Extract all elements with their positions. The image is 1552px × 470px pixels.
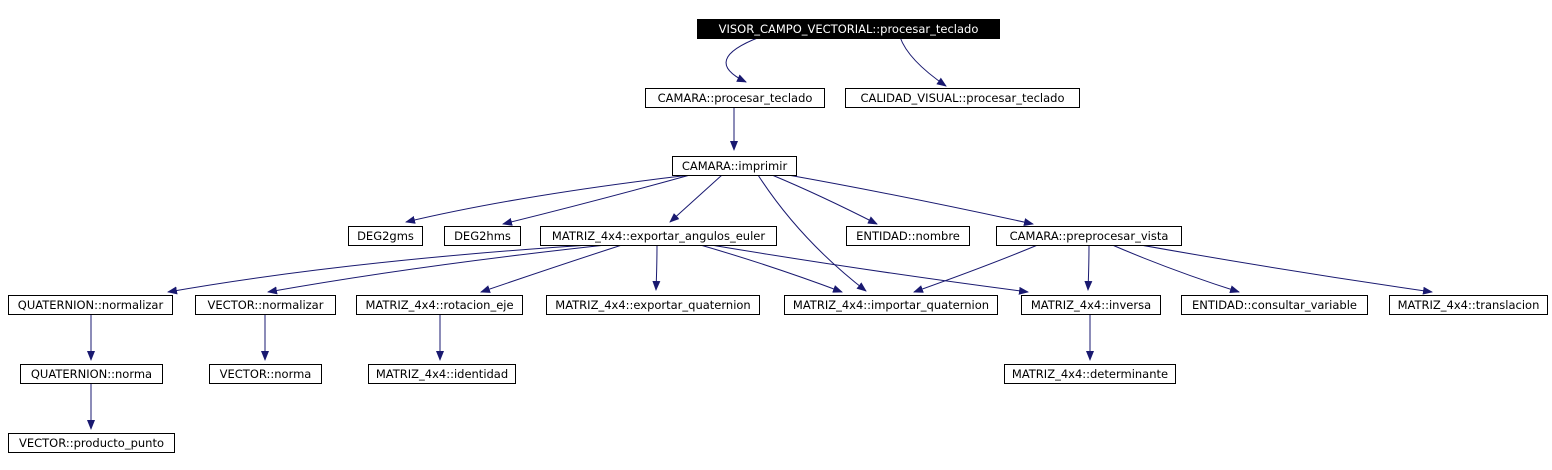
edge-arrow — [502, 174, 691, 226]
node-visor-procesar-teclado[interactable]: VISOR_CAMPO_VECTORIAL::procesar_teclado — [697, 19, 1000, 39]
node-entidad-nombre[interactable]: ENTIDAD::nombre — [846, 226, 970, 246]
edge-arrow — [480, 243, 626, 293]
edge-arrow — [669, 174, 723, 223]
node-deg2hms[interactable]: DEG2hms — [444, 226, 521, 246]
edge-arrow — [167, 243, 606, 295]
edge-arrow — [696, 243, 843, 293]
edge-arrow — [652, 243, 661, 291]
node-rotacion-eje[interactable]: MATRIZ_4x4::rotacion_eje — [356, 295, 523, 315]
node-importar-quaternion[interactable]: MATRIZ_4x4::importar_quaternion — [784, 295, 998, 315]
node-exportar-quaternion[interactable]: MATRIZ_4x4::exportar_quaternion — [546, 295, 760, 315]
node-consultar-variable[interactable]: ENTIDAD::consultar_variable — [1181, 295, 1368, 315]
node-quaternion-normalizar[interactable]: QUATERNION::normalizar — [8, 295, 173, 315]
edge-arrow — [1109, 243, 1240, 294]
edge-arrow — [757, 174, 867, 292]
edge-arrow — [405, 174, 691, 224]
node-identidad[interactable]: MATRIZ_4x4::identidad — [368, 364, 516, 384]
edge-arrow — [1134, 243, 1433, 295]
edge-arrow — [267, 243, 616, 295]
edge-arrow — [725, 36, 761, 83]
node-camara-procesar-teclado[interactable]: CAMARA::procesar_teclado — [645, 88, 825, 108]
node-quaternion-norma[interactable]: QUATERNION::norma — [20, 364, 163, 384]
node-exportar-angulos-euler[interactable]: MATRIZ_4x4::exportar_angulos_euler — [540, 226, 777, 246]
node-determinante[interactable]: MATRIZ_4x4::determinante — [1004, 364, 1176, 384]
node-camara-preprocesar-vista[interactable]: CAMARA::preprocesar_vista — [996, 226, 1182, 246]
node-inversa[interactable]: MATRIZ_4x4::inversa — [1021, 295, 1161, 315]
edge-arrow — [787, 174, 1034, 226]
node-vector-normalizar[interactable]: VECTOR::normalizar — [195, 295, 336, 315]
node-camara-imprimir[interactable]: CAMARA::imprimir — [672, 156, 797, 176]
edge-arrow — [913, 243, 1041, 293]
edges — [87, 36, 1433, 430]
node-vector-norma[interactable]: VECTOR::norma — [209, 364, 322, 384]
edge-arrow — [899, 36, 947, 87]
edge-arrow — [771, 174, 878, 225]
node-producto-punto[interactable]: VECTOR::producto_punto — [8, 433, 175, 453]
edge-arrow — [1084, 243, 1093, 291]
edge-arrow — [704, 243, 1029, 295]
node-calidad-visual-procesar-teclado[interactable]: CALIDAD_VISUAL::procesar_teclado — [845, 88, 1080, 108]
node-deg2gms[interactable]: DEG2gms — [348, 226, 423, 246]
node-translacion[interactable]: MATRIZ_4x4::translacion — [1389, 295, 1548, 315]
